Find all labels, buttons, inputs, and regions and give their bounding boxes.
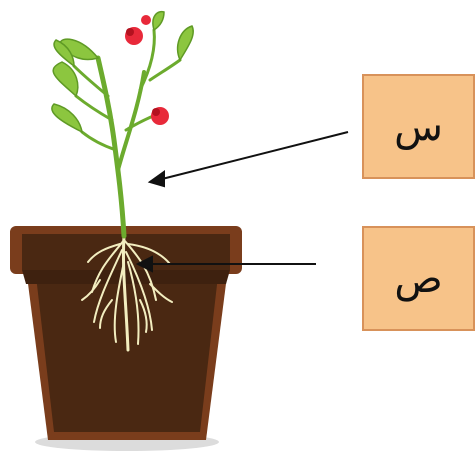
label-stem-text: س [394, 107, 443, 147]
arrow-to-stem [158, 132, 348, 180]
flower-bud [141, 15, 151, 25]
label-root-text: ص [394, 259, 442, 299]
label-root: ص [362, 226, 475, 331]
plant-stem [74, 30, 180, 236]
label-stem: س [362, 74, 475, 179]
plant-leaves [52, 12, 193, 132]
